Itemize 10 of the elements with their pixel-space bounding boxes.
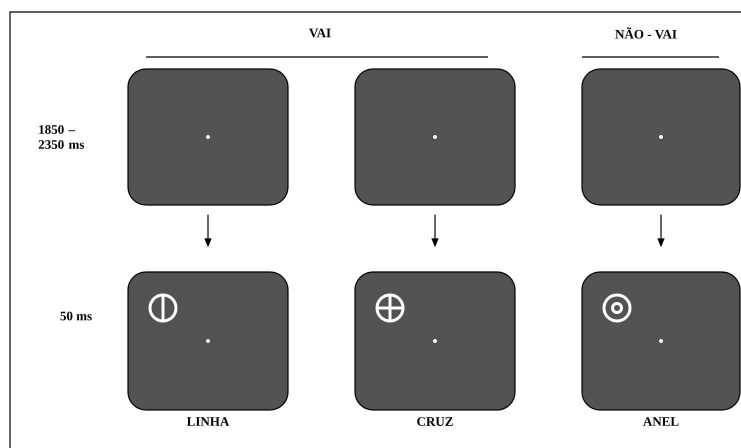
stimulus-label: CRUZ	[417, 417, 453, 426]
stimulus-label: LINHA	[186, 417, 230, 426]
screen-box	[581, 68, 741, 206]
screen-box	[354, 271, 516, 411]
screen-box	[127, 271, 289, 411]
screen-box	[354, 68, 516, 206]
group-heading: VAI	[309, 28, 331, 38]
screen-box	[127, 68, 289, 206]
stimulus-label: ANEL	[643, 417, 679, 426]
screen-box	[581, 271, 741, 411]
